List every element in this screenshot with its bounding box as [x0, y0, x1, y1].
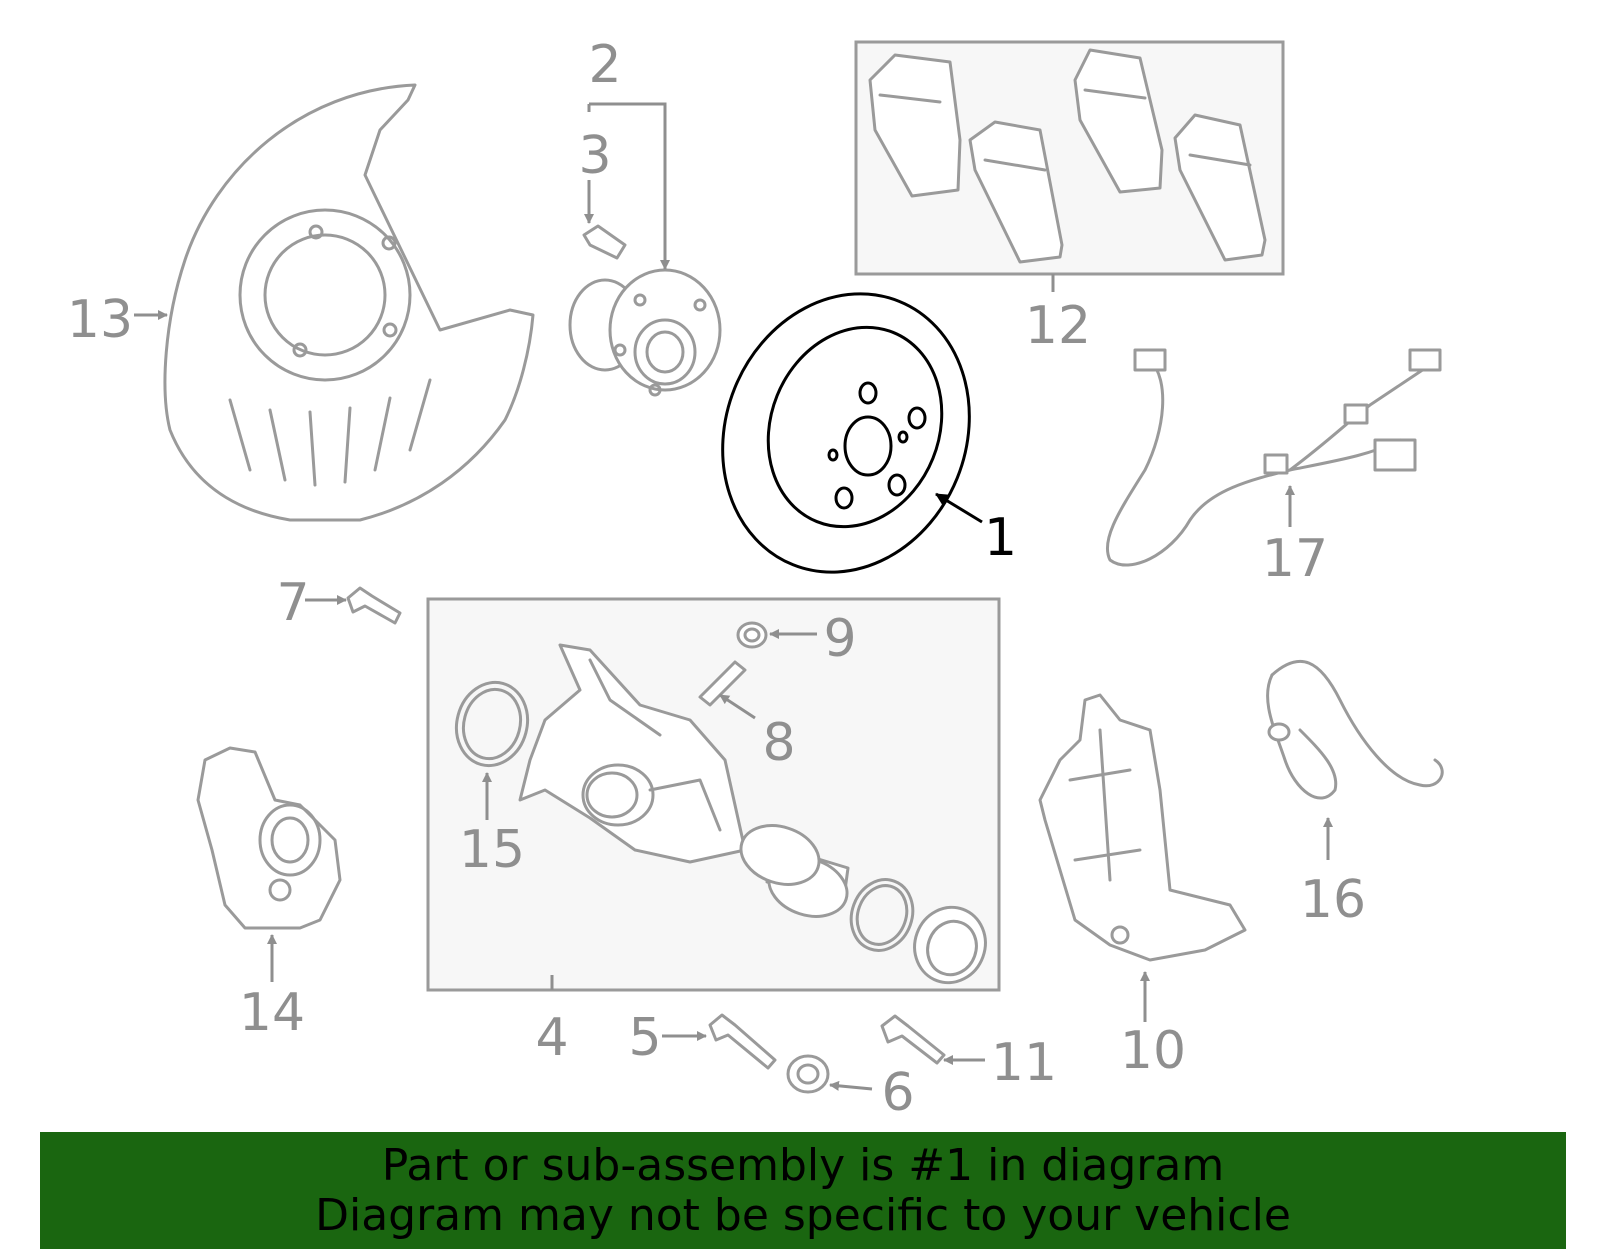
- callout-5: 5: [628, 1008, 661, 1068]
- hub-bearing: [568, 224, 722, 397]
- banner-line-1: Part or sub-assembly is #1 in diagram: [381, 1139, 1225, 1191]
- callout-4: 4: [535, 1008, 568, 1068]
- callout-9: 9: [823, 609, 856, 669]
- callout-13: 13: [67, 290, 133, 350]
- callout-16: 16: [1300, 870, 1366, 930]
- small-fasteners: [346, 586, 946, 1094]
- callout-14: 14: [239, 983, 305, 1043]
- caliper-bracket: [1038, 693, 1247, 962]
- callout-10: 10: [1120, 1021, 1186, 1081]
- callout-12: 12: [1025, 296, 1091, 356]
- callout-17: 17: [1262, 529, 1328, 589]
- callout-11: 11: [991, 1033, 1057, 1093]
- abs-sensor-harness: [1105, 348, 1442, 567]
- brake-pad-kit-box: [854, 40, 1285, 276]
- callout-6: 6: [881, 1063, 914, 1123]
- callout-15: 15: [459, 820, 525, 880]
- callout-2: 2: [588, 35, 621, 95]
- brake-rotor: [721, 292, 971, 574]
- info-banner: Part or sub-assembly is #1 in diagram Di…: [40, 1132, 1566, 1249]
- brake-hose: [1266, 659, 1444, 800]
- callout-8: 8: [762, 713, 795, 773]
- leader-lines: [134, 102, 1333, 1091]
- dust-shield: [163, 83, 535, 522]
- banner-line-2: Diagram may not be specific to your vehi…: [315, 1189, 1291, 1241]
- callout-1: 1: [984, 508, 1017, 568]
- brake-caliper: [196, 746, 342, 930]
- callout-7: 7: [276, 573, 309, 633]
- caliper-assembly-box: [426, 597, 1001, 992]
- callout-3: 3: [578, 126, 611, 186]
